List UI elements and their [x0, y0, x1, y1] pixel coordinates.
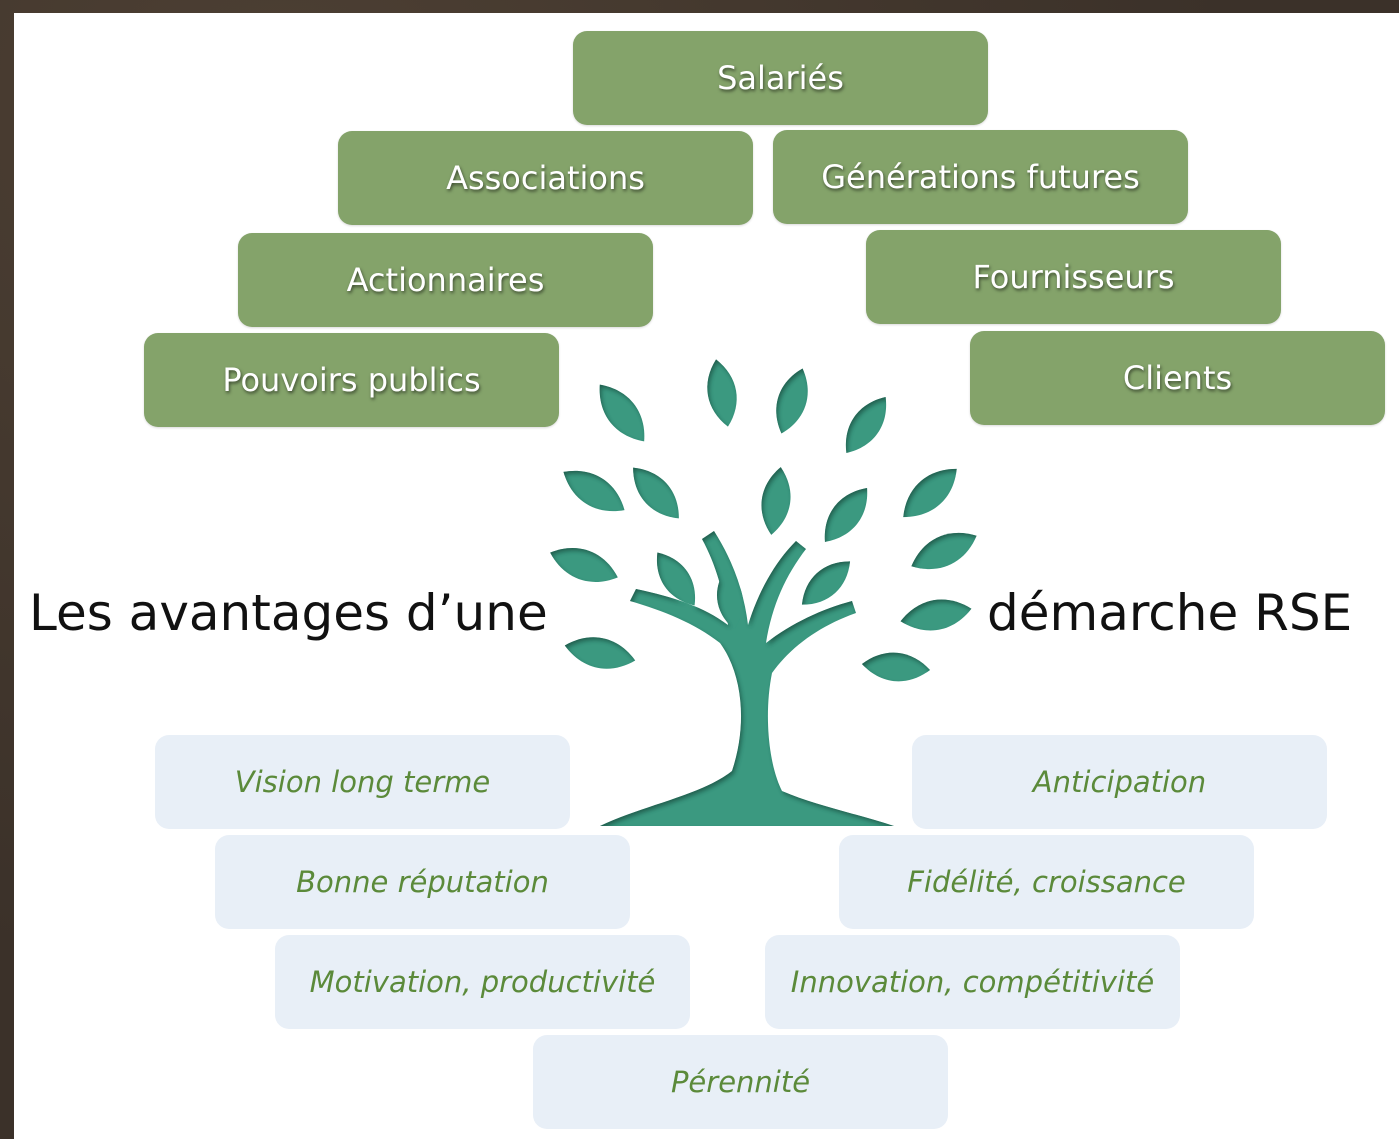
- benefit-vision-long-terme: Vision long terme: [155, 735, 570, 829]
- benefit-label: Anticipation: [1032, 765, 1207, 799]
- stakeholder-label: Fournisseurs: [972, 258, 1175, 296]
- diagram-canvas: Salariés Associations Générations future…: [14, 13, 1399, 1139]
- stakeholder-label: Générations futures: [821, 158, 1140, 196]
- title-left: Les avantages d’une: [29, 584, 548, 642]
- tree-icon: [545, 356, 983, 826]
- stakeholder-label: Actionnaires: [346, 261, 545, 299]
- benefit-label: Fidélité, croissance: [907, 865, 1186, 899]
- benefit-fidelite-croissance: Fidélité, croissance: [839, 835, 1254, 929]
- stakeholder-label: Clients: [1122, 359, 1233, 397]
- benefit-bonne-reputation: Bonne réputation: [215, 835, 630, 929]
- benefit-motivation-productivite: Motivation, productivité: [275, 935, 690, 1029]
- benefit-perennite: Pérennité: [533, 1035, 948, 1129]
- benefit-label: Vision long terme: [234, 765, 491, 799]
- stakeholder-clients: Clients: [970, 331, 1385, 425]
- stakeholder-label: Pouvoirs publics: [222, 361, 481, 399]
- stakeholder-associations: Associations: [338, 131, 753, 225]
- stakeholder-pouvoirs-publics: Pouvoirs publics: [144, 333, 559, 427]
- benefit-anticipation: Anticipation: [912, 735, 1327, 829]
- benefit-innovation-competitivite: Innovation, compétitivité: [765, 935, 1180, 1029]
- stakeholder-fournisseurs: Fournisseurs: [866, 230, 1281, 324]
- stakeholder-label: Associations: [446, 159, 645, 197]
- stakeholder-generations-futures: Générations futures: [773, 130, 1188, 224]
- stakeholder-actionnaires: Actionnaires: [238, 233, 653, 327]
- stakeholder-label: Salariés: [717, 59, 844, 97]
- stakeholder-salaries: Salariés: [573, 31, 988, 125]
- title-right: démarche RSE: [987, 584, 1353, 642]
- benefit-label: Pérennité: [670, 1065, 811, 1099]
- benefit-label: Bonne réputation: [296, 865, 549, 899]
- benefit-label: Motivation, productivité: [309, 965, 656, 999]
- benefit-label: Innovation, compétitivité: [790, 965, 1155, 999]
